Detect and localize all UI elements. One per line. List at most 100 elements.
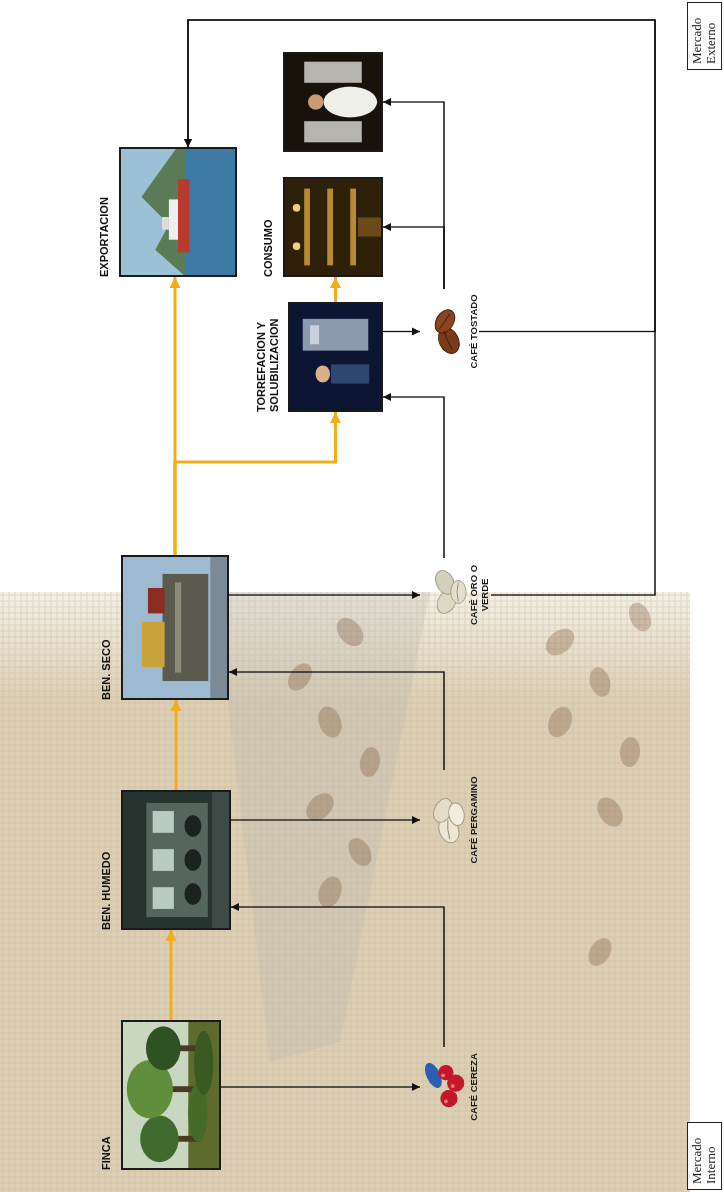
coffee-shape [439,314,450,329]
coffee-shape [447,802,466,827]
coffee-bean [584,934,616,970]
photo-shape [123,557,227,698]
product-label: CAFÉ ORO O VERDE [468,558,491,632]
photo-shape [304,189,310,266]
coffee-bean [358,745,383,778]
stage-box: BEN. SECO [100,555,229,700]
coffee-shape [444,1099,448,1103]
coffee-shape [451,580,466,603]
photo-shape [162,217,169,230]
photo-shape [210,557,227,698]
photo-shape [178,179,189,252]
photo-shape [152,811,173,833]
stage-photo [290,304,381,410]
coffee-bean [331,613,368,652]
connector-line [383,397,444,558]
stage-label: TORREFACION Y SOLUBILIZACION [255,302,280,412]
product-flow-arrow [383,331,420,332]
product-node: CAFÉ PERGAMINO [420,770,479,870]
photo-shape [140,1115,178,1162]
photo-shape [308,94,323,109]
product-flow-arrow [383,397,444,558]
photo-shape [184,883,201,905]
connector-line [188,20,655,595]
connector-line [383,331,420,332]
photo-shape [285,54,381,150]
product-flow-arrow [188,20,655,332]
stage-label: BEN. SECO [100,555,113,700]
photo-shape [292,204,300,212]
coffee-bean [283,659,317,695]
coffee-bean [314,873,346,911]
photo-shape [304,62,362,83]
product-flow-arrow [231,907,444,1047]
coffee-shape [440,1090,457,1107]
photo-shape [212,792,229,928]
market-box: Mercado Interno [687,1122,722,1190]
photo-shape [152,887,173,909]
product-flow-arrow [231,820,420,821]
photo-shape [146,1026,181,1070]
photo-shape [310,325,319,344]
stage-box: TORREFACION Y SOLUBILIZACION [255,302,383,412]
stage-label: BEN. HUMEDO [100,790,113,930]
connector-line [188,20,655,332]
stage-box: EXPORTACION [98,147,237,277]
photo-shape [152,849,173,871]
connector-line [383,227,444,289]
photo-shape [316,365,331,382]
photo-shape [184,149,234,275]
coffee-bean [344,834,376,870]
coffee-shape [431,307,458,337]
product-flow-arrow [188,20,655,595]
stage-box: FINCA [100,1020,221,1170]
product-node: CAFÉ ORO O VERDE [420,558,491,632]
stage-label: EXPORTACION [98,147,111,277]
stage-photo [123,1022,219,1168]
product-icon [420,1047,468,1127]
coffee-icon [420,1047,468,1127]
stage-photo-frame [121,790,231,930]
coffee-icon [420,780,468,860]
coffee-icon [420,292,468,372]
coffee-bean [592,793,628,832]
coffee-bean [625,599,656,635]
stage-photo-frame [119,147,237,277]
photo-shape [123,1022,219,1168]
photo-shape [184,849,201,871]
stage-photo [285,54,381,150]
photo-shape [169,199,178,239]
photo-shape [285,179,381,275]
photo-shape [304,121,362,142]
coffee-bean [586,665,613,699]
coffee-shape [422,1060,446,1090]
product-node: CAFÉ TOSTADO [420,289,479,374]
stage-photo [121,149,235,275]
coffee-bean [314,703,346,741]
stage-photo-frame [288,302,383,412]
photo-shape [146,803,207,917]
product-label: CAFÉ TOSTADO [468,289,479,374]
stage-photo-row [283,52,383,277]
coffee-bean [619,736,642,768]
main-flow-arrow [171,930,172,1020]
coffee-bean [543,703,576,741]
photo-shape [188,1022,219,1168]
connector-line [231,819,420,820]
photo-shape [327,189,333,266]
stage-photo-frame [121,1020,221,1170]
connector-line [231,907,444,1047]
photo-shape [331,364,369,383]
stage-photo-frame [283,177,383,277]
product-icon [420,558,468,632]
market-label: Mercado Externo [690,8,719,64]
connector-line [229,594,420,595]
photo-shape [292,242,300,250]
photo-shape [148,588,165,613]
connector-line [175,412,336,555]
connector-line [229,672,444,770]
stage-label: CONSUMO [262,52,275,277]
product-icon [420,770,468,870]
stage-photo [285,179,381,275]
